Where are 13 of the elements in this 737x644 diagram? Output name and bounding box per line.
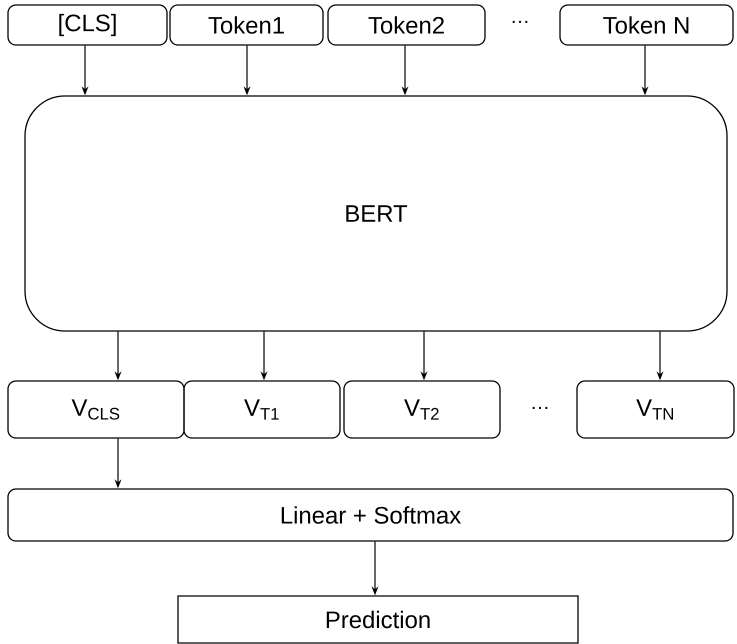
- token-box: [CLS]: [7, 4, 168, 46]
- vector-box: V$_{CLS}$: [7, 380, 185, 439]
- vector-box: V$_{T1}$: [183, 380, 341, 439]
- output-box: Prediction: [177, 595, 579, 644]
- model-box: BERT: [24, 95, 728, 332]
- token-box: Token2: [327, 4, 486, 46]
- layer-box: Linear + Softmax: [7, 488, 734, 542]
- token-box: Token N: [559, 4, 734, 46]
- ellipsis: …: [532, 406, 548, 410]
- ellipsis: …: [512, 20, 528, 24]
- vector-box: V$_{T2}$: [343, 380, 501, 439]
- vector-box: V$_{TN}$: [576, 380, 735, 439]
- token-box: Token1: [169, 4, 324, 46]
